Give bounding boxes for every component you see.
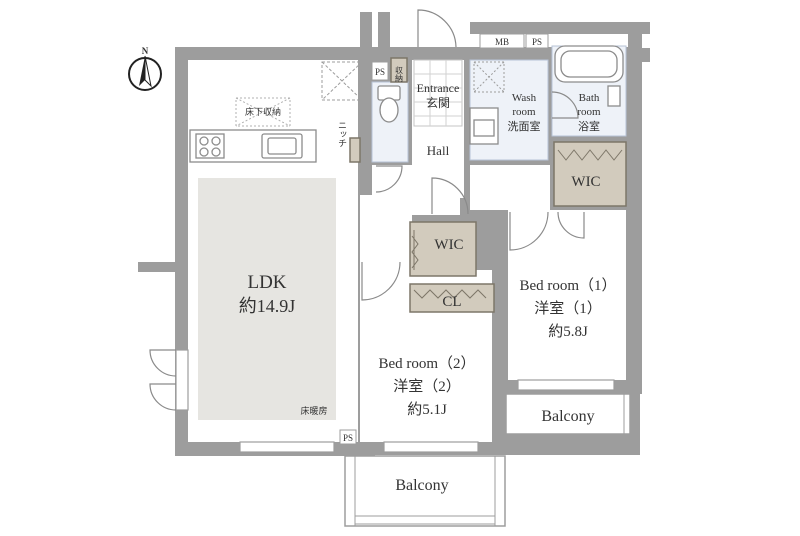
storage-tag: 収納 xyxy=(390,57,408,83)
compass-north-label: N xyxy=(142,46,149,56)
svg-text:収納: 収納 xyxy=(395,65,404,83)
bedroom2-label-en: Bed room（2） xyxy=(378,355,475,372)
corridor-door-2 xyxy=(431,177,469,215)
kitchen-counter xyxy=(189,129,317,163)
ldk-name-label: LDK xyxy=(247,272,286,293)
bathroom-label-en-2: room xyxy=(577,106,601,118)
niche-tag: ニッチ xyxy=(337,121,361,163)
wic-a-storage xyxy=(409,221,477,277)
wic-b-storage xyxy=(553,141,627,207)
bathtub-icon xyxy=(554,45,624,107)
bedroom1-label-en: Bed room（1） xyxy=(519,277,616,294)
bedroom2-door xyxy=(361,261,401,301)
bedroom1-label-ja: 洋室（1） xyxy=(534,300,602,317)
bathroom-label-en-1: Bath xyxy=(579,92,600,104)
ps-tag-bottom: PS xyxy=(339,429,357,445)
bath-door xyxy=(551,91,579,119)
washroom-label-en-1: Wash xyxy=(512,92,537,104)
corridor-door-1 xyxy=(375,165,403,193)
hall-label: Hall xyxy=(427,143,450,158)
washroom-fixtures xyxy=(469,61,505,145)
closet-label: CL xyxy=(442,294,461,310)
closet-storage xyxy=(409,283,495,313)
underfloor-storage: 床下収納 xyxy=(235,97,291,127)
underfloor-storage-label: 床下収納 xyxy=(245,106,281,117)
ldk-size-label: 約14.9J xyxy=(239,296,296,316)
svg-text:MB: MB xyxy=(495,37,509,47)
toilet-icon xyxy=(377,85,401,123)
ldk-floor-heating-label: 床暖房 xyxy=(300,405,327,416)
bedroom2-window xyxy=(383,441,479,453)
ldk-floor-heating-area xyxy=(198,178,336,420)
ps-tag-entrance: PS xyxy=(525,33,549,49)
entrance-tile xyxy=(413,59,463,127)
balcony-east xyxy=(505,393,631,435)
entrance-door xyxy=(417,9,457,48)
mb-tag: MB xyxy=(479,33,525,49)
wic-a-label: WIC xyxy=(434,237,463,253)
bedroom2-label-ja: 洋室（2） xyxy=(393,378,461,395)
bedroom1-window xyxy=(517,379,615,391)
ps-tag-top: PS xyxy=(371,61,389,81)
svg-text:PS: PS xyxy=(343,433,353,443)
entrance-label-en: Entrance xyxy=(417,81,460,95)
svg-text:PS: PS xyxy=(532,37,542,47)
entrance-label-ja: 玄関 xyxy=(426,95,450,110)
compass-icon: N xyxy=(128,46,162,91)
bedroom1-size-label: 約5.8J xyxy=(548,323,588,340)
bathroom-label-ja: 浴室 xyxy=(578,119,600,133)
wic-b-door xyxy=(557,211,585,239)
ldk-window-bottom xyxy=(239,441,335,453)
wic-b-label: WIC xyxy=(571,174,600,190)
balcony-south-label: Balcony xyxy=(395,477,448,494)
range-hood xyxy=(321,61,363,101)
washroom-label-ja: 洗面室 xyxy=(508,119,541,133)
ldk-west-doors xyxy=(149,349,189,411)
bedroom2-size-label: 約5.1J xyxy=(407,401,447,418)
washroom-label-en-2: room xyxy=(512,106,536,118)
bedroom1-door xyxy=(509,211,549,251)
balcony-south xyxy=(344,455,506,527)
svg-text:PS: PS xyxy=(375,67,385,77)
balcony-east-label: Balcony xyxy=(541,408,594,425)
svg-text:ニッチ: ニッチ xyxy=(337,121,347,148)
